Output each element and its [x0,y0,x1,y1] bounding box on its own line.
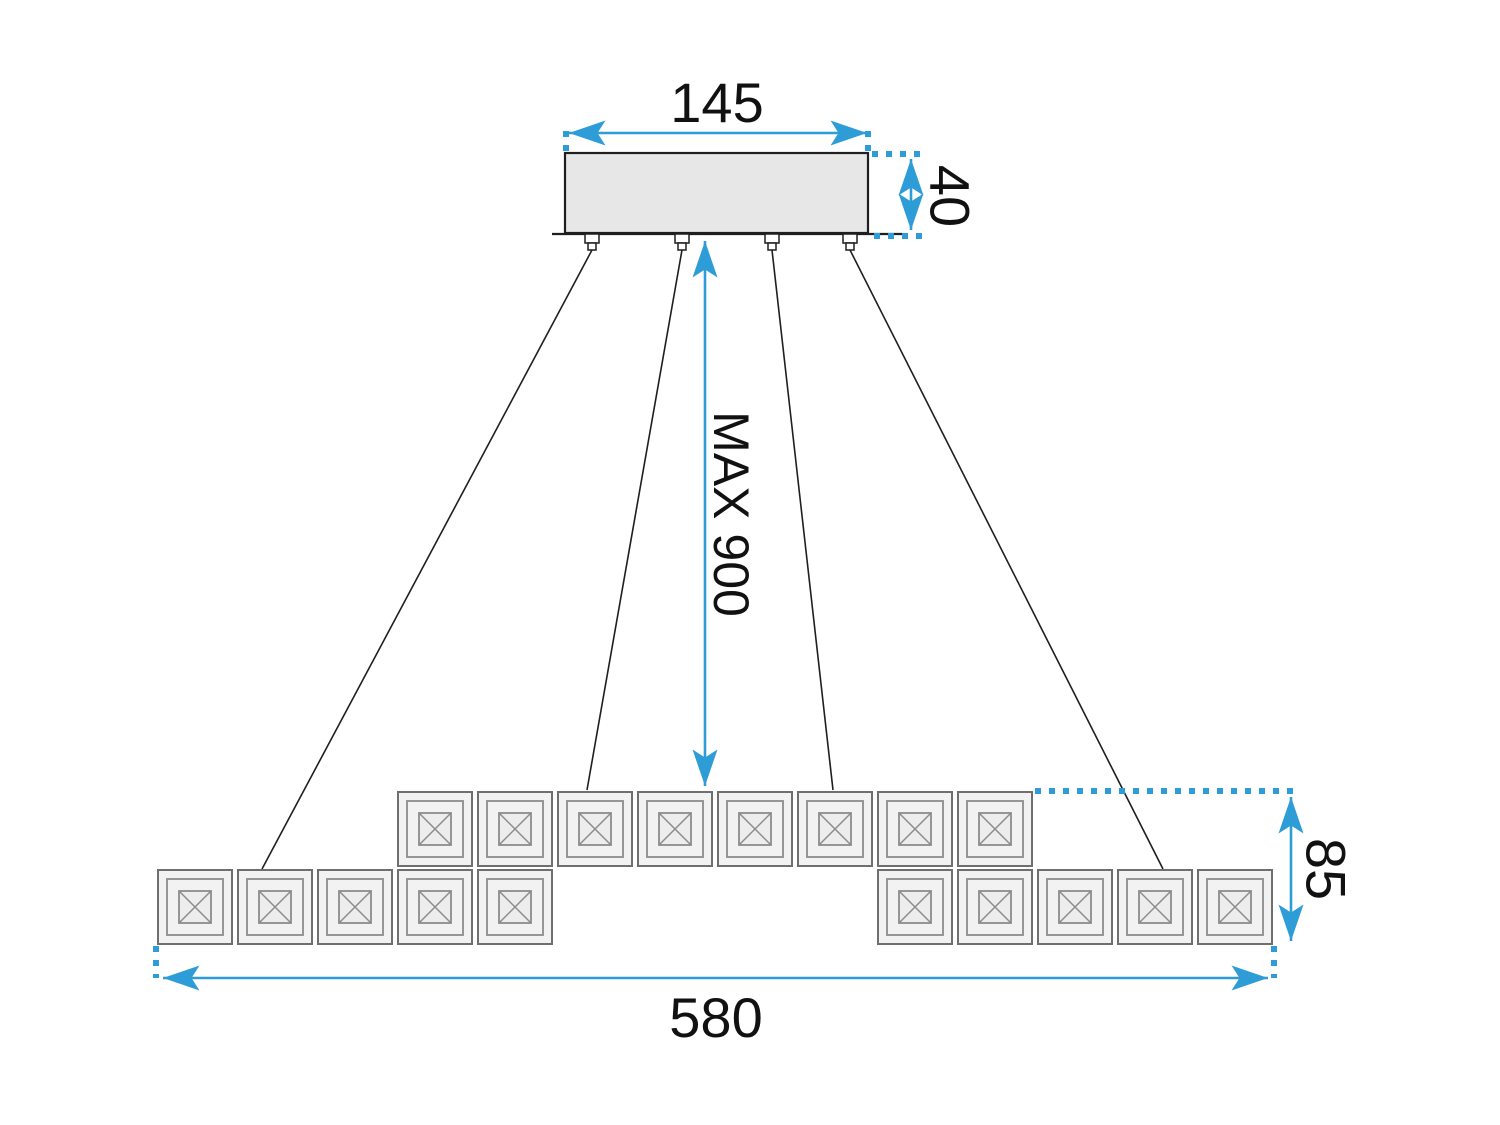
crystal-element [957,869,1033,945]
hanger [584,233,600,251]
crystal-element [1197,869,1273,945]
suspension-wire [261,249,593,870]
crystal-element [1117,869,1193,945]
crystal-element [477,869,553,945]
crystal-element [397,869,473,945]
dim-fixture-width-label: 580 [669,986,762,1049]
canopy-box [563,151,870,235]
crystal-element [157,869,233,945]
dim-max-drop-label: MAX 900 [703,411,759,617]
crystal-element [237,869,313,945]
hanger [764,233,780,251]
crystal-element [557,791,633,867]
crystal-element [877,791,953,867]
crystal-element [317,869,393,945]
suspension-wire [586,249,683,791]
hanger [674,233,690,251]
suspension-wire [849,249,1164,870]
crystal-element [717,791,793,867]
dim-fixture-height-label: 85 [1295,838,1358,900]
crystal-element [877,869,953,945]
crystal-element [477,791,553,867]
dim-canopy-width-label: 145 [670,71,763,134]
crystal-element [797,791,873,867]
crystal-element [637,791,713,867]
dim-canopy-height-label: 40 [919,165,982,227]
crystal-element [1037,869,1113,945]
crystal-element [397,791,473,867]
hanger [842,233,858,251]
crystal-element [957,791,1033,867]
suspension-wire [771,249,834,791]
